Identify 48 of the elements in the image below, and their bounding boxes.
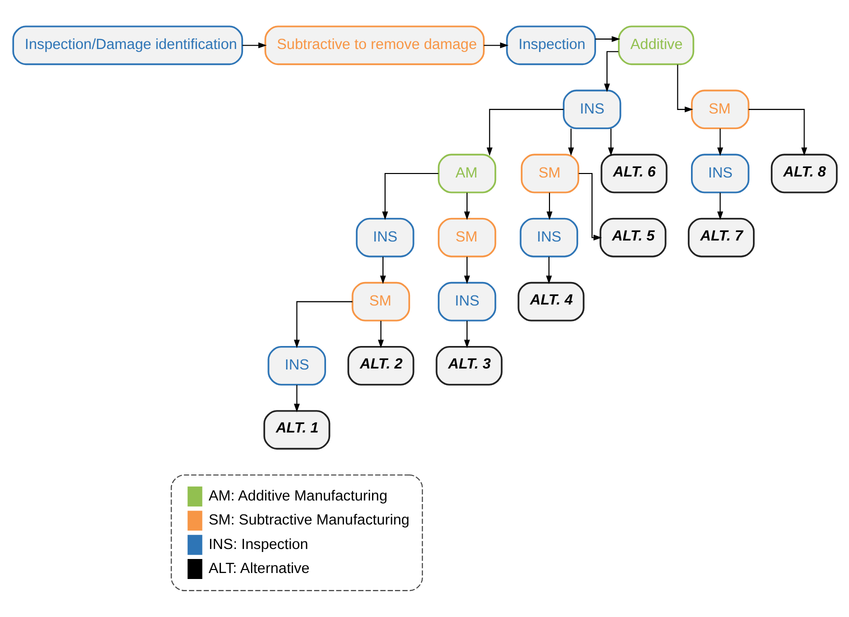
node-box: ALT. 1 (262, 410, 330, 450)
node-box: Subtractive to remove damage (264, 26, 484, 66)
arrow (377, 320, 384, 348)
arrow (546, 256, 552, 284)
arrow (716, 192, 723, 220)
node-box: ALT. 6 (600, 154, 667, 194)
arrow (242, 42, 266, 48)
arrow (483, 42, 508, 48)
node-box: ALT. 7 (687, 218, 754, 258)
node-box: Additive (617, 26, 694, 66)
arrow (293, 301, 352, 348)
arrow (380, 256, 386, 284)
arrow (608, 128, 614, 156)
node-box: SM (520, 154, 579, 194)
node-box: ALT. 3 (435, 346, 502, 386)
node-box: ALT. 5 (599, 218, 666, 258)
node-box: INS (690, 154, 749, 194)
node-box: SM (351, 282, 410, 322)
arrow (716, 128, 723, 156)
arrow (382, 172, 438, 220)
node-box: SM (437, 218, 496, 258)
arrow (464, 192, 470, 220)
node-box: ALT. 2 (346, 346, 414, 386)
node-box: INS (437, 282, 496, 322)
node-box: INS (562, 90, 621, 130)
arrow (546, 192, 552, 220)
legend-label: AM: Additive Manufacturing (208, 488, 387, 504)
node-box: Inspection/Damage identification (12, 26, 243, 66)
node-box: Inspection (506, 26, 596, 66)
arrow (594, 36, 620, 42)
arrow (568, 128, 574, 156)
arrow (604, 51, 618, 92)
arrow (464, 256, 470, 284)
arrow (676, 64, 693, 112)
node-box: ALT. 4 (517, 282, 584, 322)
node-box: INS (355, 218, 414, 258)
node-box: AM (437, 154, 496, 194)
legend-label: ALT: Alternative (208, 560, 310, 577)
arrow (293, 384, 300, 412)
legend-label: INS: Inspection (208, 536, 308, 553)
arrow (748, 108, 807, 156)
arrow (486, 108, 563, 156)
node-box: ALT. 8 (770, 154, 838, 194)
arrow (464, 320, 470, 348)
node-box: INS (519, 218, 578, 258)
node-box: INS (267, 346, 326, 386)
legend-label: SM: Subtractive Manufacturing (208, 512, 409, 529)
node-box: SM (690, 90, 749, 130)
